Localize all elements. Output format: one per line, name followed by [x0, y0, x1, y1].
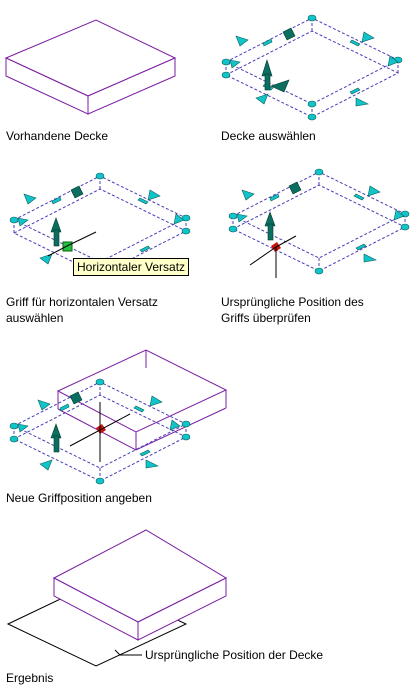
- grip-arrow-icon: [261, 27, 296, 93]
- caption-result: Ergebnis: [6, 671, 54, 685]
- tooltip-horizontal-offset: Horizontaler Versatz: [73, 258, 190, 276]
- caption-select-grip-1: Griff für horizontalen Versatz: [6, 295, 158, 309]
- result-callout-label: Ursprüngliche Position der Decke: [145, 648, 324, 662]
- verify-grip-position: [228, 168, 410, 278]
- crosshair-cursor-icon: [47, 231, 97, 257]
- grip-arrow-icon: [229, 31, 399, 107]
- selected-slab: [221, 14, 403, 121]
- caption-new-grip-position: Neue Griffposition angeben: [6, 491, 152, 505]
- vertex-grip-icon: [221, 14, 403, 121]
- result-slab: [6, 529, 228, 667]
- caption-verify-grip-2: Griffs überprüfen: [221, 311, 311, 325]
- new-grip-position: [9, 349, 228, 485]
- caption-select-slab: Decke auswählen: [221, 129, 316, 143]
- select-offset-grip: [9, 172, 191, 276]
- existing-slab: [4, 19, 177, 115]
- selected-grip-icon: [62, 241, 73, 252]
- caption-existing-slab: Vorhandene Decke: [6, 129, 109, 143]
- crosshair-cursor-icon: [249, 235, 297, 278]
- caption-select-grip-2: auswählen: [6, 311, 64, 325]
- caption-verify-grip-1: Ursprüngliche Position des: [221, 295, 364, 309]
- crosshair-cursor-icon: [69, 402, 131, 462]
